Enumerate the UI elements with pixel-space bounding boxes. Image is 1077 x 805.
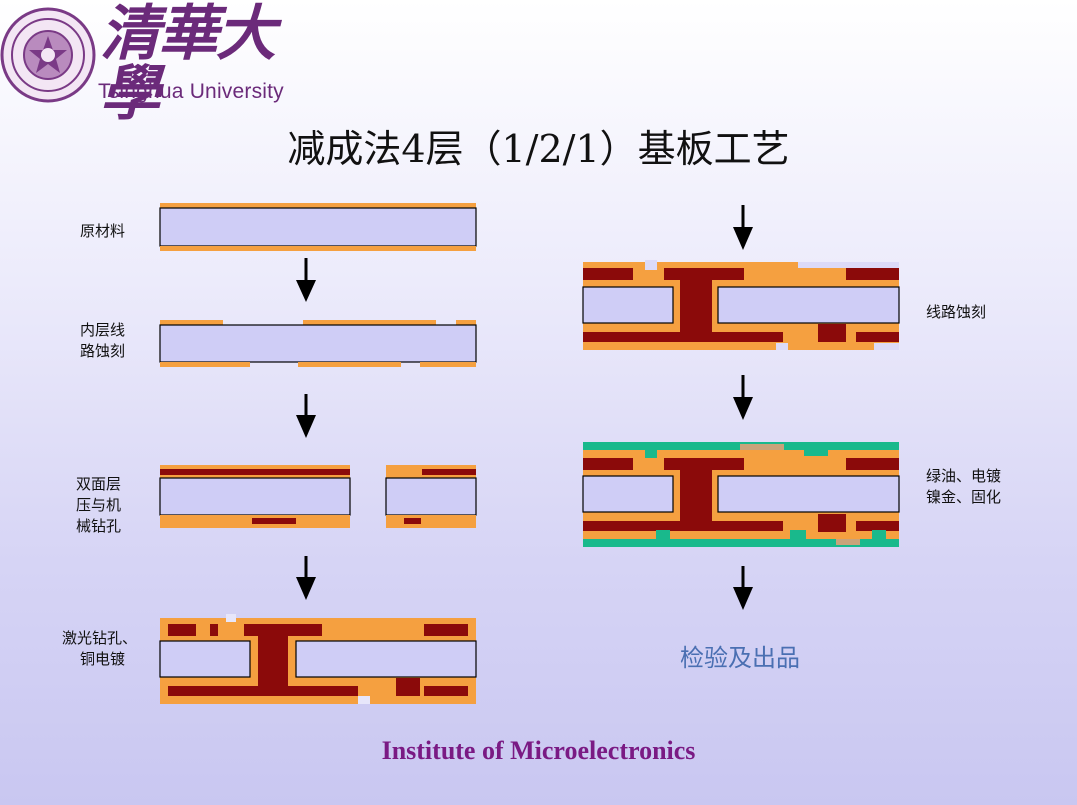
label-raw-material: 原材料 — [80, 222, 126, 240]
label-lamination-drilling: 双面层 压与机 械钻孔 — [76, 474, 121, 537]
stage-inner-layer-etch — [159, 320, 477, 367]
label-inner-layer-etch: 内层线 路蚀刻 — [80, 320, 125, 362]
arrow-down-icon — [296, 258, 316, 302]
label-line: 路蚀刻 — [80, 342, 126, 360]
label-line: 镍金、固化 — [926, 488, 1002, 506]
footer-institute: Institute of Microelectronics — [381, 736, 696, 765]
university-seal-icon — [0, 7, 96, 103]
label-line: 械钻孔 — [76, 517, 122, 535]
logo-chinese-name: 清華大學 — [100, 0, 276, 129]
arrow-down-icon — [296, 556, 316, 600]
stage-circuit-etch — [582, 260, 900, 350]
stage-raw-material — [159, 203, 477, 251]
label-line: 激光钻孔、 — [62, 629, 138, 647]
label-laser-drill-plating: 激光钻孔、 铜电镀 — [62, 628, 137, 670]
page-title: 减成法4层（1/2/1）基板工艺 — [287, 127, 790, 171]
arrow-down-icon — [733, 205, 753, 250]
label-solder-mask-finish: 绿油、电镀 镍金、固化 — [926, 466, 1001, 508]
label-line: 铜电镀 — [80, 650, 126, 668]
label-circuit-etch: 线路蚀刻 — [926, 303, 987, 321]
stage-lamination-drilling — [159, 465, 477, 528]
label-line: 内层线 — [80, 321, 126, 339]
label-inspection-shipping: 检验及出品 — [680, 644, 800, 672]
stage-solder-mask-finish — [582, 442, 900, 547]
logo-english-name: Tsinghua University — [98, 80, 284, 103]
arrow-down-icon — [733, 566, 753, 610]
arrow-down-icon — [296, 394, 316, 438]
label-line: 绿油、电镀 — [926, 467, 1002, 485]
stage-laser-drill-plating — [159, 614, 477, 704]
label-line: 双面层 — [76, 475, 122, 493]
label-line: 压与机 — [76, 496, 122, 514]
arrow-down-icon — [733, 375, 753, 420]
tsinghua-logo: 清華大學 Tsinghua University — [0, 0, 320, 124]
